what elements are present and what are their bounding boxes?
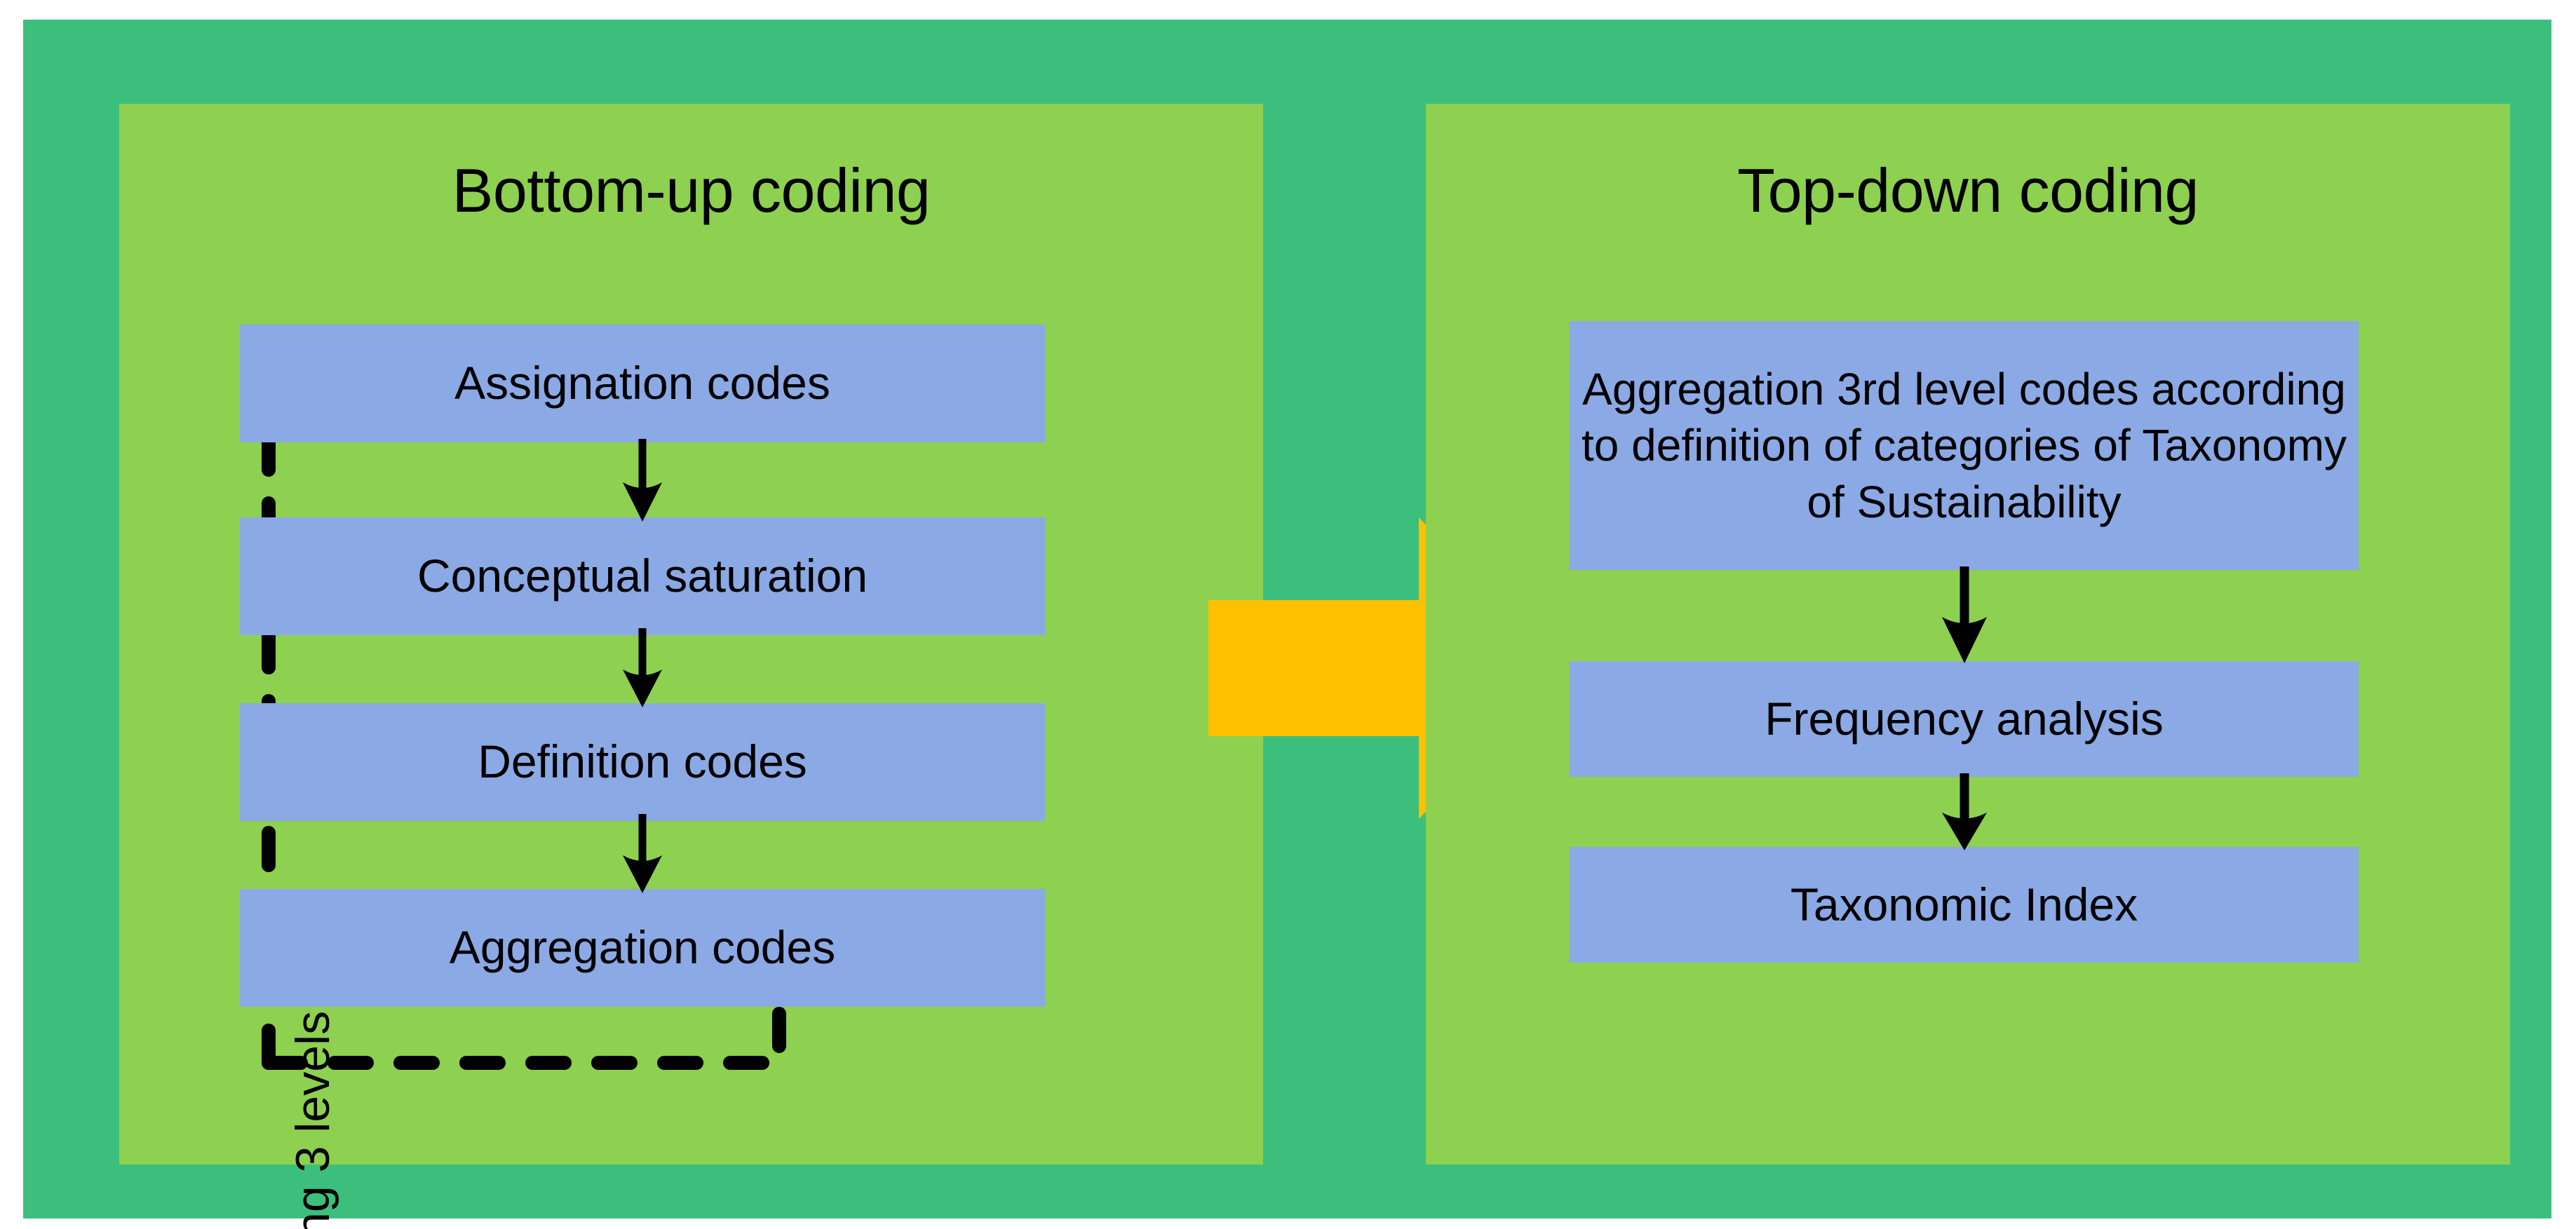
process-box-aggregation-3rd-level-codes[interactable]: Aggregation 3rd level codes according to… — [1570, 321, 2359, 570]
process-box-taxonomic-index[interactable]: Taxonomic Index — [1570, 847, 2359, 963]
process-box-label: Conceptual saturation — [417, 550, 868, 602]
process-box-definition-codes[interactable]: Definition codes — [240, 703, 1045, 821]
process-box-assignation-codes[interactable]: Assignation codes — [240, 325, 1045, 442]
panel-top-down-coding: Top-down coding Aggregation 3rd level co… — [1426, 104, 2510, 1165]
down-arrow-icon-right-1 — [1942, 566, 1987, 663]
process-box-label: Assignation codes — [454, 357, 830, 409]
panel-title-bottom-up: Bottom-up coding — [452, 156, 931, 225]
panel-title-top-down: Top-down coding — [1737, 156, 2199, 225]
down-arrow-icon-left-1 — [623, 439, 662, 522]
process-box-conceptual-saturation[interactable]: Conceptual saturation — [240, 517, 1045, 635]
process-box-aggregation-codes[interactable]: Aggregation codes — [240, 889, 1045, 1007]
process-box-label: Frequency analysis — [1765, 692, 2164, 745]
down-arrow-icon-right-2 — [1942, 773, 1987, 850]
down-arrow-icon-left-3 — [623, 814, 662, 893]
outer-frame: Bottom-up coding Axial coding 3 levels A… — [23, 20, 2551, 1229]
process-box-label: Taxonomic Index — [1790, 878, 2138, 930]
process-box-frequency-analysis[interactable]: Frequency analysis — [1570, 661, 2359, 777]
process-box-label: Aggregation codes — [449, 921, 836, 974]
process-box-label: Definition codes — [478, 735, 807, 788]
down-arrow-icon-left-2 — [623, 628, 662, 707]
panel-bottom-up-coding: Bottom-up coding Axial coding 3 levels A… — [119, 104, 1263, 1229]
process-box-label: Aggregation 3rd level codes according to… — [1581, 363, 2347, 527]
